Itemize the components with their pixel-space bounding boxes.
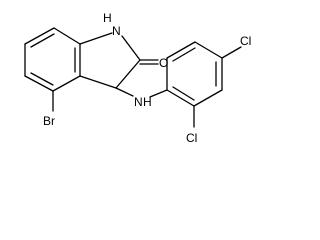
carbonyl-bond xyxy=(139,59,159,65)
chlorine-top-label: Cl xyxy=(240,34,251,48)
benzene-ring-left xyxy=(24,27,81,92)
amine-nitrogen-label: N xyxy=(134,95,143,109)
ring-nh-hydrogen-label: H xyxy=(103,11,112,25)
carbonyl-oxygen-label: O xyxy=(159,56,168,70)
molecule-structure-diagram: H N O Br N H Cl Cl xyxy=(24,11,251,145)
chloro-bond-top xyxy=(221,46,242,59)
ring-nitrogen-label: N xyxy=(112,24,121,38)
bromine-label: Br xyxy=(43,114,55,128)
dichlorophenyl-ring xyxy=(166,41,223,107)
lactam-ring xyxy=(79,32,141,89)
amine-hydrogen-label: H xyxy=(143,95,152,109)
chlorine-bottom-label: Cl xyxy=(186,131,197,145)
amine-linker xyxy=(115,87,168,98)
